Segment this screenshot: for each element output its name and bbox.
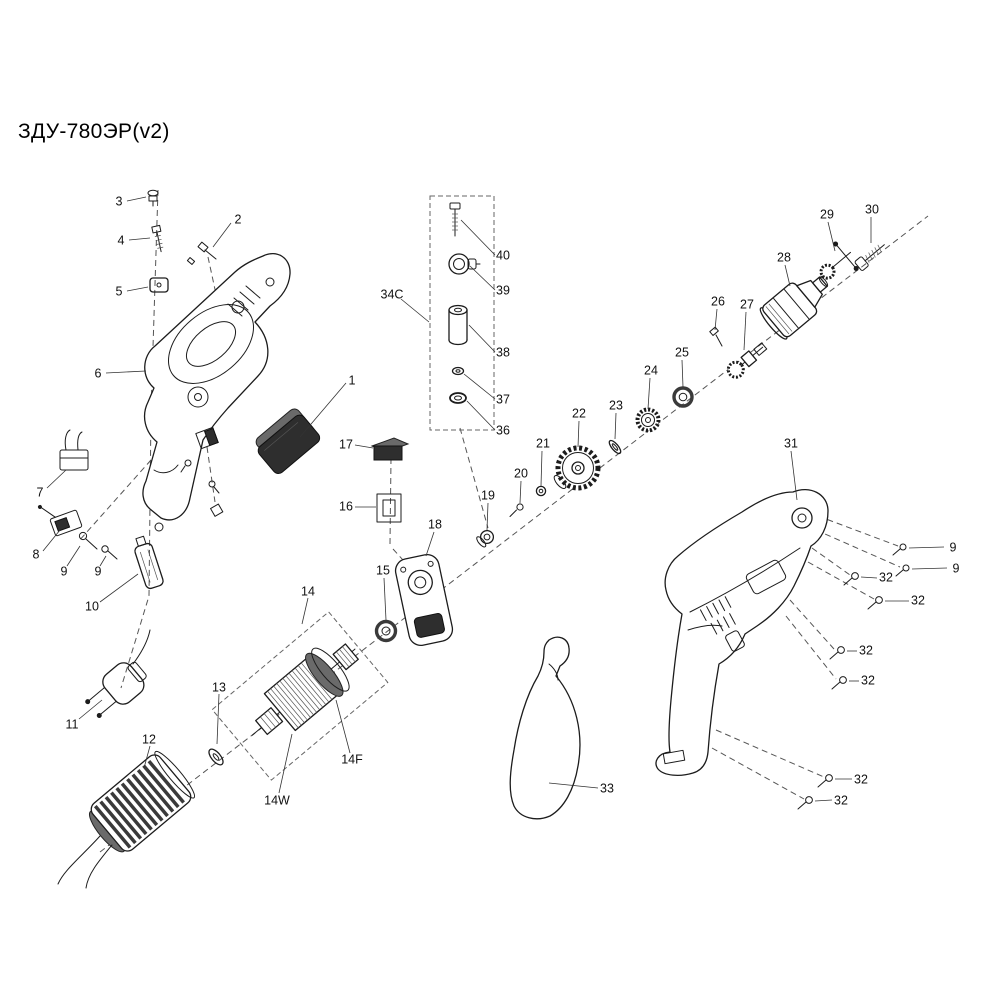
label-15: 15 — [376, 563, 390, 577]
label-32-b: 32 — [911, 593, 925, 607]
part-20-screw — [509, 503, 524, 517]
label-32-d: 32 — [861, 673, 875, 687]
label-37: 37 — [496, 392, 510, 406]
label-16: 16 — [339, 499, 353, 513]
part-24-gear-small — [635, 407, 661, 433]
label-2: 2 — [235, 212, 242, 226]
part-29-chuck-key — [819, 241, 859, 280]
part-10-terminal — [134, 522, 164, 590]
part-21-washer — [535, 485, 547, 497]
label-21: 21 — [536, 436, 550, 450]
label-26: 26 — [711, 294, 725, 308]
label-7: 7 — [37, 485, 44, 499]
part-25-bearing — [672, 386, 694, 408]
part-9-screw-left-a — [78, 531, 98, 550]
part-31-motor-housing-right — [655, 488, 829, 776]
label-32-f: 32 — [834, 793, 848, 807]
label-32-a: 32 — [879, 570, 893, 584]
label-34c: 34C — [381, 287, 404, 301]
label-38: 38 — [496, 345, 510, 359]
label-11: 11 — [66, 717, 79, 731]
label-39: 39 — [496, 283, 510, 297]
part-14w-armature — [251, 643, 359, 736]
sub-assembly-box-14 — [211, 611, 389, 781]
label-13: 13 — [212, 680, 226, 694]
label-9-right-a: 9 — [950, 540, 957, 554]
label-22: 22 — [572, 406, 586, 420]
label-3: 3 — [116, 194, 123, 208]
label-30: 30 — [865, 202, 879, 216]
label-9-a: 9 — [61, 564, 68, 578]
part-labels: 1 2 3 4 5 6 7 8 9 9 10 11 12 13 14 14F 1… — [33, 194, 960, 807]
label-4: 4 — [118, 233, 125, 247]
label-19: 19 — [481, 488, 495, 502]
part-28-chuck — [759, 276, 829, 340]
part-16-brush-holder — [376, 493, 402, 523]
label-14f: 14F — [341, 752, 363, 766]
label-36: 36 — [496, 423, 510, 437]
part-39-clamp-ring — [448, 253, 481, 275]
part-38-sleeve — [448, 304, 468, 346]
part-18-bearing-bracket — [394, 553, 454, 647]
label-28: 28 — [777, 250, 791, 264]
part-2-screw — [186, 241, 217, 265]
part-6-motor-housing-left — [142, 252, 291, 521]
part-3-nut — [147, 189, 159, 207]
label-29: 29 — [820, 207, 834, 221]
label-25: 25 — [675, 345, 689, 359]
part-15-bearing — [374, 619, 398, 643]
label-31: 31 — [784, 436, 798, 450]
part-17-carbon-brush — [370, 437, 410, 461]
label-9-b: 9 — [95, 564, 102, 578]
label-1: 1 — [349, 373, 356, 387]
part-19-nut — [476, 529, 495, 548]
part-22-gear-large — [553, 445, 601, 491]
part-1-cover-plate — [255, 408, 321, 475]
label-10: 10 — [85, 599, 99, 613]
part-4-screw — [151, 224, 164, 253]
part-9-screws-right — [892, 543, 910, 577]
label-40: 40 — [496, 248, 510, 262]
part-32-screws — [797, 572, 883, 810]
part-14f-fan — [305, 647, 350, 697]
part-8-switch — [37, 504, 83, 537]
label-5: 5 — [116, 284, 123, 298]
part-30-screw — [854, 244, 885, 271]
part-23-ring — [608, 439, 622, 455]
part-11-power-plug — [85, 629, 151, 718]
label-32-c: 32 — [859, 643, 873, 657]
part-37-washer-small — [451, 366, 465, 376]
part-7-terminal-block — [59, 429, 89, 471]
part-26-screw — [709, 326, 723, 347]
label-6: 6 — [95, 366, 102, 380]
label-20: 20 — [514, 466, 528, 480]
part-33-aux-handle — [509, 636, 581, 820]
leader-lines — [42, 196, 948, 802]
switch-assembly-small-parts — [180, 426, 224, 517]
label-14w: 14W — [264, 793, 290, 807]
part-13-washer — [208, 748, 224, 766]
part-9-screw-left-b — [101, 545, 118, 560]
label-24: 24 — [644, 363, 658, 377]
part-36-washer — [449, 392, 467, 404]
label-8: 8 — [33, 547, 40, 561]
part-27-spindle — [726, 342, 768, 379]
label-18: 18 — [428, 517, 442, 531]
diagram-title: ЗДУ-780ЭР(v2) — [18, 120, 170, 143]
part-40-screw — [449, 202, 461, 237]
label-23: 23 — [609, 398, 623, 412]
part-5-button — [149, 277, 169, 293]
label-27: 27 — [740, 297, 754, 311]
part-12-stator — [57, 750, 196, 889]
sub-assembly-box-34c — [429, 195, 495, 431]
label-9-right-b: 9 — [953, 561, 960, 575]
label-33: 33 — [600, 781, 614, 795]
label-17: 17 — [339, 437, 353, 451]
label-14: 14 — [301, 584, 315, 598]
label-32-e: 32 — [854, 772, 868, 786]
label-12: 12 — [142, 732, 156, 746]
